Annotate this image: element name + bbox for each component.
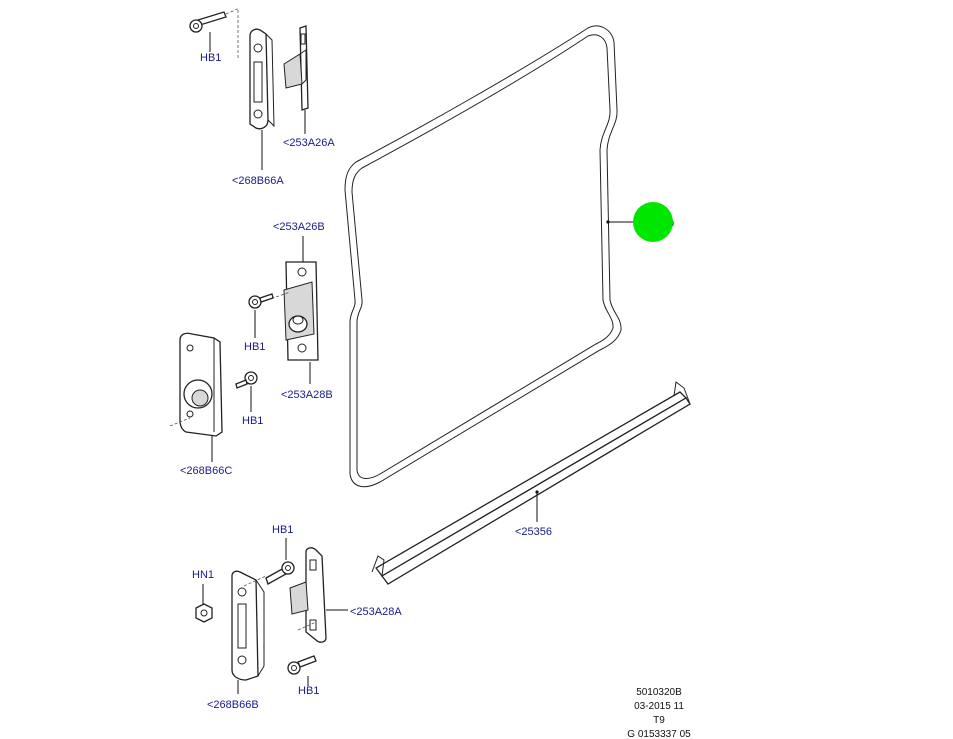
highlight-callout[interactable]: 0 bbox=[633, 202, 674, 242]
green-callout-marker bbox=[633, 202, 673, 242]
label-268B66C: <268B66C bbox=[180, 465, 232, 477]
label-253A26A: <253A26A bbox=[283, 137, 335, 149]
label-253A26B: <253A26B bbox=[273, 221, 325, 233]
info-model-code: T9 bbox=[653, 715, 665, 726]
door-seal-weatherstrip bbox=[344, 25, 640, 488]
middle-striker-268B66C bbox=[169, 332, 223, 462]
door-sill-rail bbox=[371, 381, 691, 585]
label-253A28A: <253A28A bbox=[350, 606, 402, 618]
info-date: 03-2015 11 bbox=[634, 701, 684, 712]
top-bolt-hb1 bbox=[189, 7, 241, 60]
info-reference: G 0153337 05 bbox=[627, 729, 691, 739]
middle-bolt-hb1-2 bbox=[235, 371, 258, 412]
label-hn1: HN1 bbox=[192, 569, 214, 581]
label-hb1-mid2: HB1 bbox=[242, 415, 263, 427]
label-268B66A: <268B66A bbox=[232, 175, 284, 187]
middle-bolt-hb1-1 bbox=[248, 293, 274, 338]
label-hb1-top: HB1 bbox=[200, 52, 221, 64]
label-253A28B: <253A28B bbox=[281, 389, 333, 401]
top-striker-plate-268B66A bbox=[249, 28, 275, 170]
label-hb1-low1: HB1 bbox=[272, 524, 293, 536]
top-guide-253A26A bbox=[283, 25, 309, 134]
middle-guide-253A26B bbox=[261, 236, 319, 384]
lower-bolt-hb1-2 bbox=[287, 655, 317, 686]
lower-bolt-hb1-1 bbox=[265, 538, 295, 585]
lower-striker-268B66B bbox=[231, 570, 267, 694]
label-hb1-low2: HB1 bbox=[298, 685, 319, 697]
label-25356: <25356 bbox=[515, 526, 552, 538]
label-hb1-mid1: HB1 bbox=[244, 341, 265, 353]
drawing-info-block: 5010320B 03-2015 11 T9 G 0153337 05 bbox=[627, 687, 691, 739]
lower-nut-hn1 bbox=[195, 584, 213, 623]
label-268B66B: <268B66B bbox=[207, 699, 259, 711]
info-drawing-number: 5010320B bbox=[636, 687, 682, 698]
lower-guide-253A28A bbox=[289, 547, 348, 643]
